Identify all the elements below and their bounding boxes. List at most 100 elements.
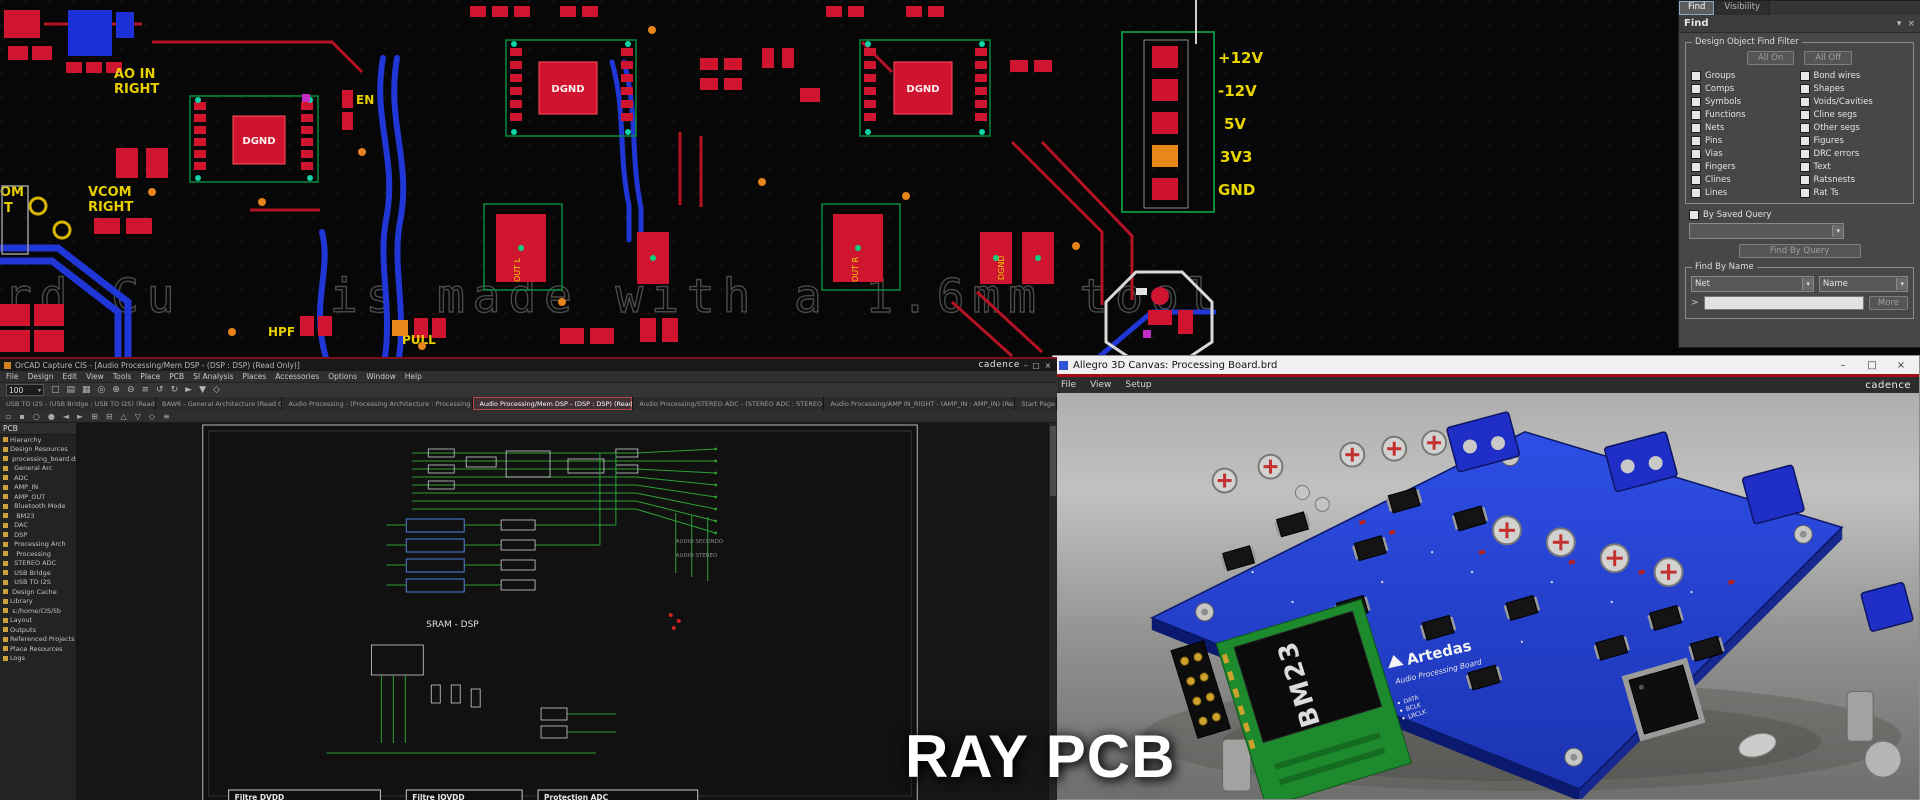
filter-row[interactable]: Nets	[1691, 121, 1800, 134]
maximize-button[interactable]: □	[1032, 360, 1040, 370]
tree-item[interactable]: Logs	[0, 654, 76, 664]
tree-item[interactable]: DAC	[0, 521, 76, 531]
maximize-button[interactable]: □	[1867, 359, 1877, 371]
tree-item[interactable]: Bluetooth Mode	[0, 502, 76, 512]
toolbar-icon[interactable]: ◎	[97, 385, 106, 395]
checkbox[interactable]	[1799, 174, 1810, 185]
filter-row[interactable]: Other segs	[1799, 121, 1909, 134]
menu-item[interactable]: PCB	[169, 372, 185, 381]
toolbar-icon[interactable]: ●	[47, 411, 55, 421]
find-panel-tab[interactable]: Visibility	[1715, 1, 1771, 15]
toolbar-icon[interactable]: ►	[76, 411, 84, 421]
filter-row[interactable]: Shapes	[1799, 82, 1909, 95]
tree-item[interactable]: General Arc	[0, 464, 76, 474]
canvas3d-titlebar[interactable]: Allegro 3D Canvas: Processing Board.brd …	[1053, 356, 1919, 374]
tree-item[interactable]: Library	[0, 597, 76, 607]
tree-item[interactable]: Processing	[0, 549, 76, 559]
close-icon[interactable]: ×	[1907, 18, 1915, 29]
checkbox[interactable]	[1689, 209, 1699, 220]
checkbox[interactable]	[1691, 135, 1701, 146]
filter-row[interactable]: Voids/Cavities	[1799, 95, 1909, 108]
menu-item[interactable]: Design	[27, 372, 54, 381]
name-input[interactable]	[1703, 296, 1864, 310]
minimize-button[interactable]: –	[1840, 359, 1846, 371]
checkbox[interactable]	[1799, 161, 1810, 172]
all-on-button[interactable]: All On	[1746, 51, 1795, 65]
checkbox[interactable]	[1691, 174, 1701, 185]
zoom-select[interactable]: 100▾	[6, 384, 44, 396]
menu-item[interactable]: View	[86, 372, 104, 381]
find-panel-tab[interactable]: Find	[1679, 1, 1716, 15]
filter-row[interactable]: Cline segs	[1799, 108, 1909, 121]
filter-row[interactable]: DRC errors	[1799, 147, 1909, 160]
checkbox[interactable]	[1799, 135, 1810, 146]
close-button[interactable]: ×	[1896, 359, 1906, 371]
tree-item[interactable]: processing_board.dsn	[0, 454, 76, 464]
tree-item[interactable]: STEREO ADC	[0, 559, 76, 569]
checkbox[interactable]	[1799, 187, 1810, 198]
pcb-layout-view[interactable]: rd Cu is made with a 1.6mm tool	[0, 0, 1920, 366]
close-button[interactable]: ×	[1044, 360, 1051, 370]
checkbox[interactable]	[1691, 96, 1701, 107]
checkbox[interactable]	[1691, 83, 1701, 94]
menu-item[interactable]: Window	[366, 372, 396, 381]
capture-titlebar[interactable]: OrCAD Capture CIS - [Audio Processing/Me…	[0, 359, 1057, 371]
toolbar-icon[interactable]: ◇	[148, 411, 155, 421]
toolbar-icon[interactable]: ▼	[199, 385, 206, 395]
tree-item[interactable]: AMP_OUT	[0, 492, 76, 502]
toolbar-icon[interactable]: ▪	[19, 411, 25, 421]
tree-item[interactable]: Design Cache	[0, 587, 76, 597]
toolbar-icon[interactable]: ≡	[141, 385, 150, 395]
checkbox[interactable]	[1799, 122, 1810, 133]
tree-item[interactable]: Outputs	[0, 625, 76, 635]
scrollbar-thumb[interactable]	[1050, 426, 1056, 496]
name-mode-select[interactable]: Name▾	[1818, 276, 1908, 292]
toolbar-icon[interactable]: ▤	[66, 385, 76, 395]
toolbar-icon[interactable]: △	[120, 411, 127, 421]
capture-doc-tab[interactable]: Audio Processing/STEREO ADC - (STEREO AD…	[633, 397, 825, 410]
filter-row[interactable]: Groups	[1691, 69, 1800, 82]
checkbox[interactable]	[1691, 161, 1701, 172]
toolbar-icon[interactable]: ↻	[170, 385, 179, 395]
name-type-select[interactable]: Net▾	[1691, 276, 1814, 292]
menu-item[interactable]: Tools	[112, 372, 132, 381]
checkbox[interactable]	[1691, 148, 1701, 159]
checkbox[interactable]	[1691, 70, 1701, 81]
tree-item[interactable]: USB Bridge	[0, 568, 76, 578]
toolbar-icon[interactable]: ⊕	[112, 385, 120, 395]
schematic-canvas[interactable]: AUDIO SECONDO AUDIO STEREO SRAM - DSP	[77, 423, 1048, 800]
tree-item[interactable]: s:/home/CIS/lib	[0, 606, 76, 616]
tree-item[interactable]: USB TO I2S	[0, 578, 76, 588]
scrollbar[interactable]	[1048, 423, 1057, 800]
capture-doc-tab[interactable]: Audio Processing - (Processing Architect…	[282, 397, 474, 410]
canvas3d-viewport[interactable]: BM23 Artedas Audio Processing Board	[1053, 393, 1919, 799]
menu-item[interactable]: Accessories	[275, 372, 320, 381]
checkbox[interactable]	[1691, 187, 1701, 198]
menu-item[interactable]: Edit	[62, 372, 77, 381]
tree-item[interactable]: AMP_IN	[0, 483, 76, 493]
toolbar-icon[interactable]: ○	[32, 411, 40, 421]
checkbox[interactable]	[1799, 109, 1810, 120]
tree-item[interactable]: BM23	[0, 511, 76, 521]
filter-row[interactable]: Comps	[1691, 82, 1800, 95]
checkbox[interactable]	[1691, 122, 1701, 133]
toolbar-icon[interactable]: ▦	[82, 385, 91, 395]
chevron-down-icon[interactable]: ▾	[1832, 225, 1843, 237]
all-off-button[interactable]: All Off	[1804, 51, 1853, 65]
minimize-button[interactable]: –	[1023, 360, 1028, 370]
filter-row[interactable]: Symbols	[1691, 95, 1800, 108]
toolbar-icon[interactable]: ⊞	[91, 411, 98, 421]
menu-item[interactable]: Places	[242, 372, 267, 381]
chevron-down-icon[interactable]: ▾	[1896, 278, 1907, 290]
by-saved-query-row[interactable]: By Saved Query	[1689, 208, 1910, 221]
capture-doc-tab[interactable]: Audio Processing/AMP IN_RIGHT - (AMP_IN …	[824, 397, 1016, 410]
menu-item[interactable]: File	[6, 372, 19, 381]
toolbar-icon[interactable]: ≡	[163, 411, 170, 421]
filter-row[interactable]: Fingers	[1691, 160, 1800, 173]
toolbar-icon[interactable]: □	[51, 385, 60, 395]
toolbar-icon[interactable]: ▫	[6, 411, 12, 421]
tree-item[interactable]: Layout	[0, 616, 76, 626]
menu-item[interactable]: File	[1061, 380, 1077, 390]
checkbox[interactable]	[1799, 148, 1810, 159]
filter-row[interactable]: Clines	[1691, 173, 1800, 186]
